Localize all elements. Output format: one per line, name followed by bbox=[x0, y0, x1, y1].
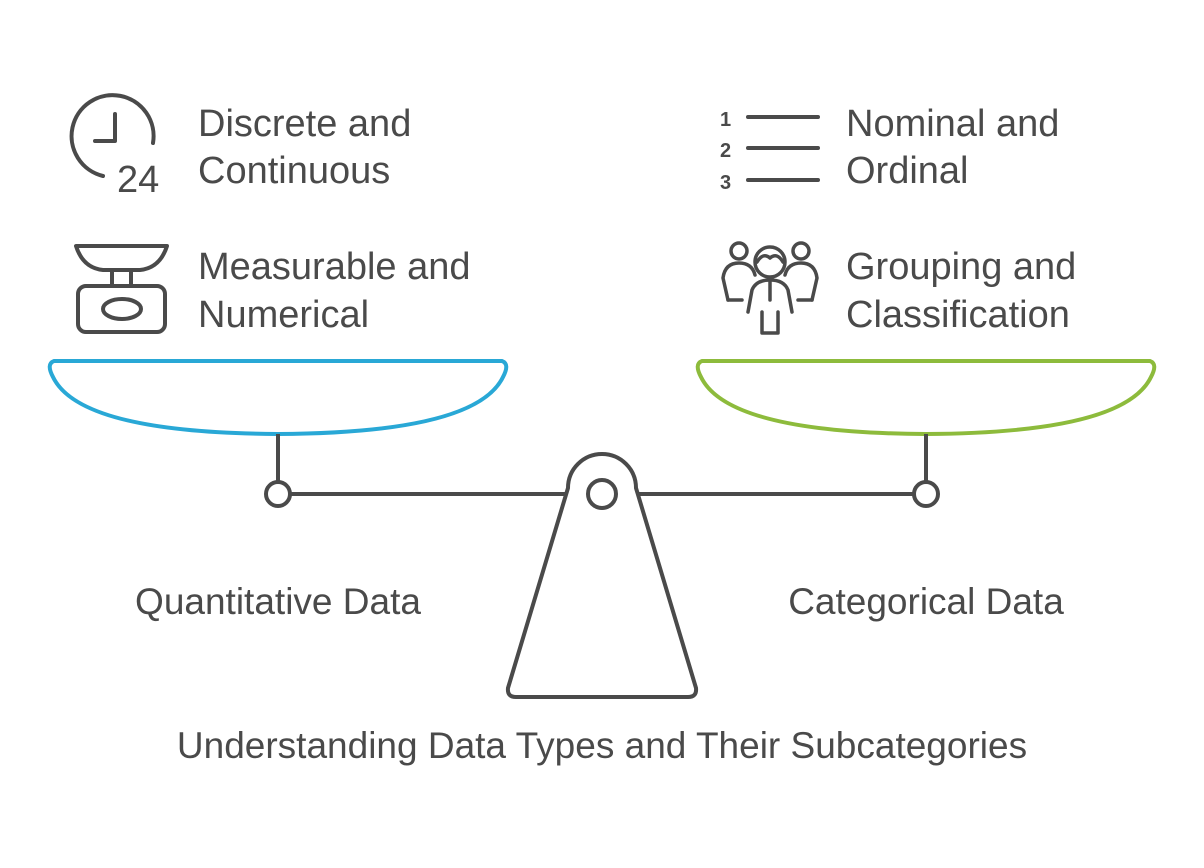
fulcrum bbox=[505, 452, 699, 699]
weighing-scale-icon bbox=[74, 244, 169, 334]
right-pan bbox=[695, 359, 1157, 436]
right-beam-joint bbox=[912, 480, 940, 508]
svg-text:3: 3 bbox=[720, 172, 731, 194]
label-quantitative-data: Quantitative Data bbox=[135, 581, 421, 622]
clock-24-text: 24 bbox=[117, 159, 159, 201]
left-beam-joint bbox=[264, 480, 292, 508]
diagram-caption: Understanding Data Types and Their Subca… bbox=[177, 725, 1027, 766]
fulcrum-pivot bbox=[586, 478, 618, 510]
people-group-icon bbox=[721, 241, 819, 335]
feature-grouping-classification: Grouping and Classification bbox=[846, 246, 1087, 336]
numbered-list-icon: 1 2 3 bbox=[720, 109, 820, 194]
svg-text:2: 2 bbox=[720, 140, 731, 162]
svg-text:1: 1 bbox=[720, 109, 731, 131]
left-pan bbox=[47, 359, 509, 436]
feature-discrete-continuous: Discrete and Continuous bbox=[198, 103, 422, 192]
feature-nominal-ordinal: Nominal and Ordinal bbox=[846, 103, 1070, 192]
feature-measurable-numerical: Measurable and Numerical bbox=[198, 246, 481, 336]
label-categorical-data: Categorical Data bbox=[788, 581, 1064, 622]
clock-24-icon: 24 bbox=[69, 93, 159, 201]
